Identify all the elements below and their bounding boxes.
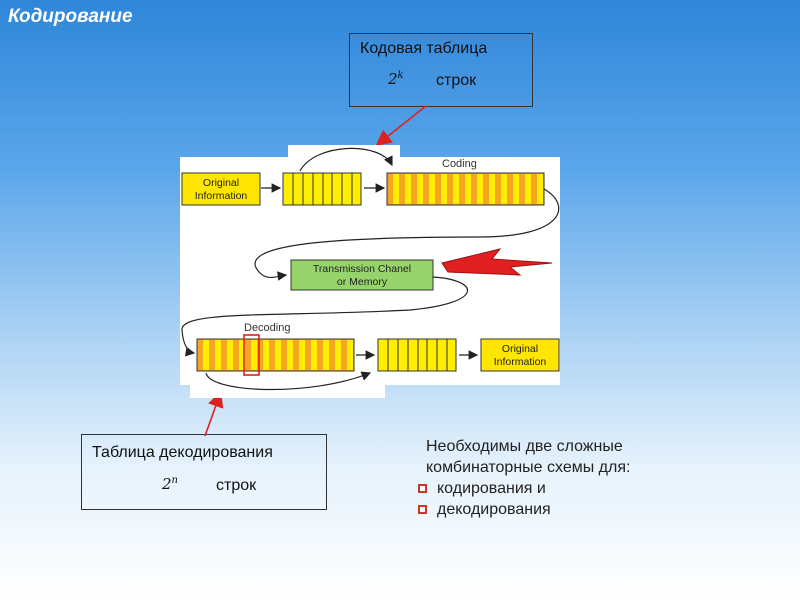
- code-table-box: Кодовая таблица 2k строк: [349, 33, 533, 107]
- original-info-bottom-line2: Information: [494, 356, 547, 368]
- arrow-decode-loop: [205, 371, 372, 391]
- original-info-top-box: [181, 172, 261, 206]
- diagram-bg-bottom-tab: [190, 383, 385, 398]
- decode-table-formula: 2n: [162, 475, 178, 493]
- code-table-base: 2: [388, 70, 398, 88]
- note-item-decoding: декодирования: [418, 499, 786, 520]
- channel-line2: or Memory: [337, 276, 388, 288]
- checkbox-bullet-icon: [418, 505, 427, 514]
- decode-table-pointer-arrow: [204, 390, 224, 437]
- original-info-bottom-box: [480, 338, 560, 372]
- decode-table-base: 2: [162, 475, 172, 493]
- channel-box: [290, 259, 434, 291]
- coded-register: [386, 172, 545, 206]
- coding-diagram: Original Information Coding: [180, 145, 562, 400]
- note-item-coding-text: кодирования и: [437, 480, 546, 497]
- noise-lightning-icon: [441, 248, 553, 276]
- coding-diagram-svg: Original Information Coding: [180, 145, 560, 398]
- code-table-formula: 2k: [388, 70, 404, 88]
- diagram-bg-top-tab: [288, 145, 400, 159]
- decoding-highlight: [243, 334, 260, 376]
- note-item-decoding-text: декодирования: [437, 501, 551, 518]
- decoding-label: Decoding: [244, 322, 290, 334]
- arrow-channel-to-decoded: [181, 276, 469, 357]
- channel-line1: Transmission Chanel: [313, 263, 411, 275]
- top-short-register: [282, 172, 362, 206]
- code-table-rows-word: строк: [436, 72, 477, 89]
- note-line-1: Необходимы две сложные: [426, 438, 623, 455]
- decode-table-caption: Таблица декодирования: [92, 444, 273, 461]
- original-info-top-line1: Original: [203, 177, 239, 189]
- decode-table-rows-word: строк: [216, 477, 257, 494]
- slide-title: Кодирование: [8, 6, 133, 27]
- code-table-pointer-arrow: [375, 105, 427, 146]
- requirements-note: Необходимы две сложные комбинаторные схе…: [418, 436, 786, 520]
- original-info-bottom-line1: Original: [502, 343, 538, 355]
- decode-table-exp: n: [171, 475, 178, 486]
- code-table-caption: Кодовая таблица: [360, 40, 488, 57]
- arrow-coded-to-channel: [254, 188, 560, 281]
- bottom-short-register: [377, 338, 457, 372]
- coding-label: Coding: [442, 158, 477, 170]
- note-line-2: комбинаторные схемы для:: [426, 459, 631, 476]
- original-info-top-line2: Information: [195, 190, 248, 202]
- decoding-register: [196, 338, 355, 372]
- decode-table-box: Таблица декодирования 2n строк: [81, 434, 327, 510]
- note-item-coding: кодирования и: [418, 478, 786, 499]
- code-table-exp: k: [397, 70, 404, 81]
- checkbox-bullet-icon: [418, 484, 427, 493]
- arrow-top-loop: [299, 147, 393, 172]
